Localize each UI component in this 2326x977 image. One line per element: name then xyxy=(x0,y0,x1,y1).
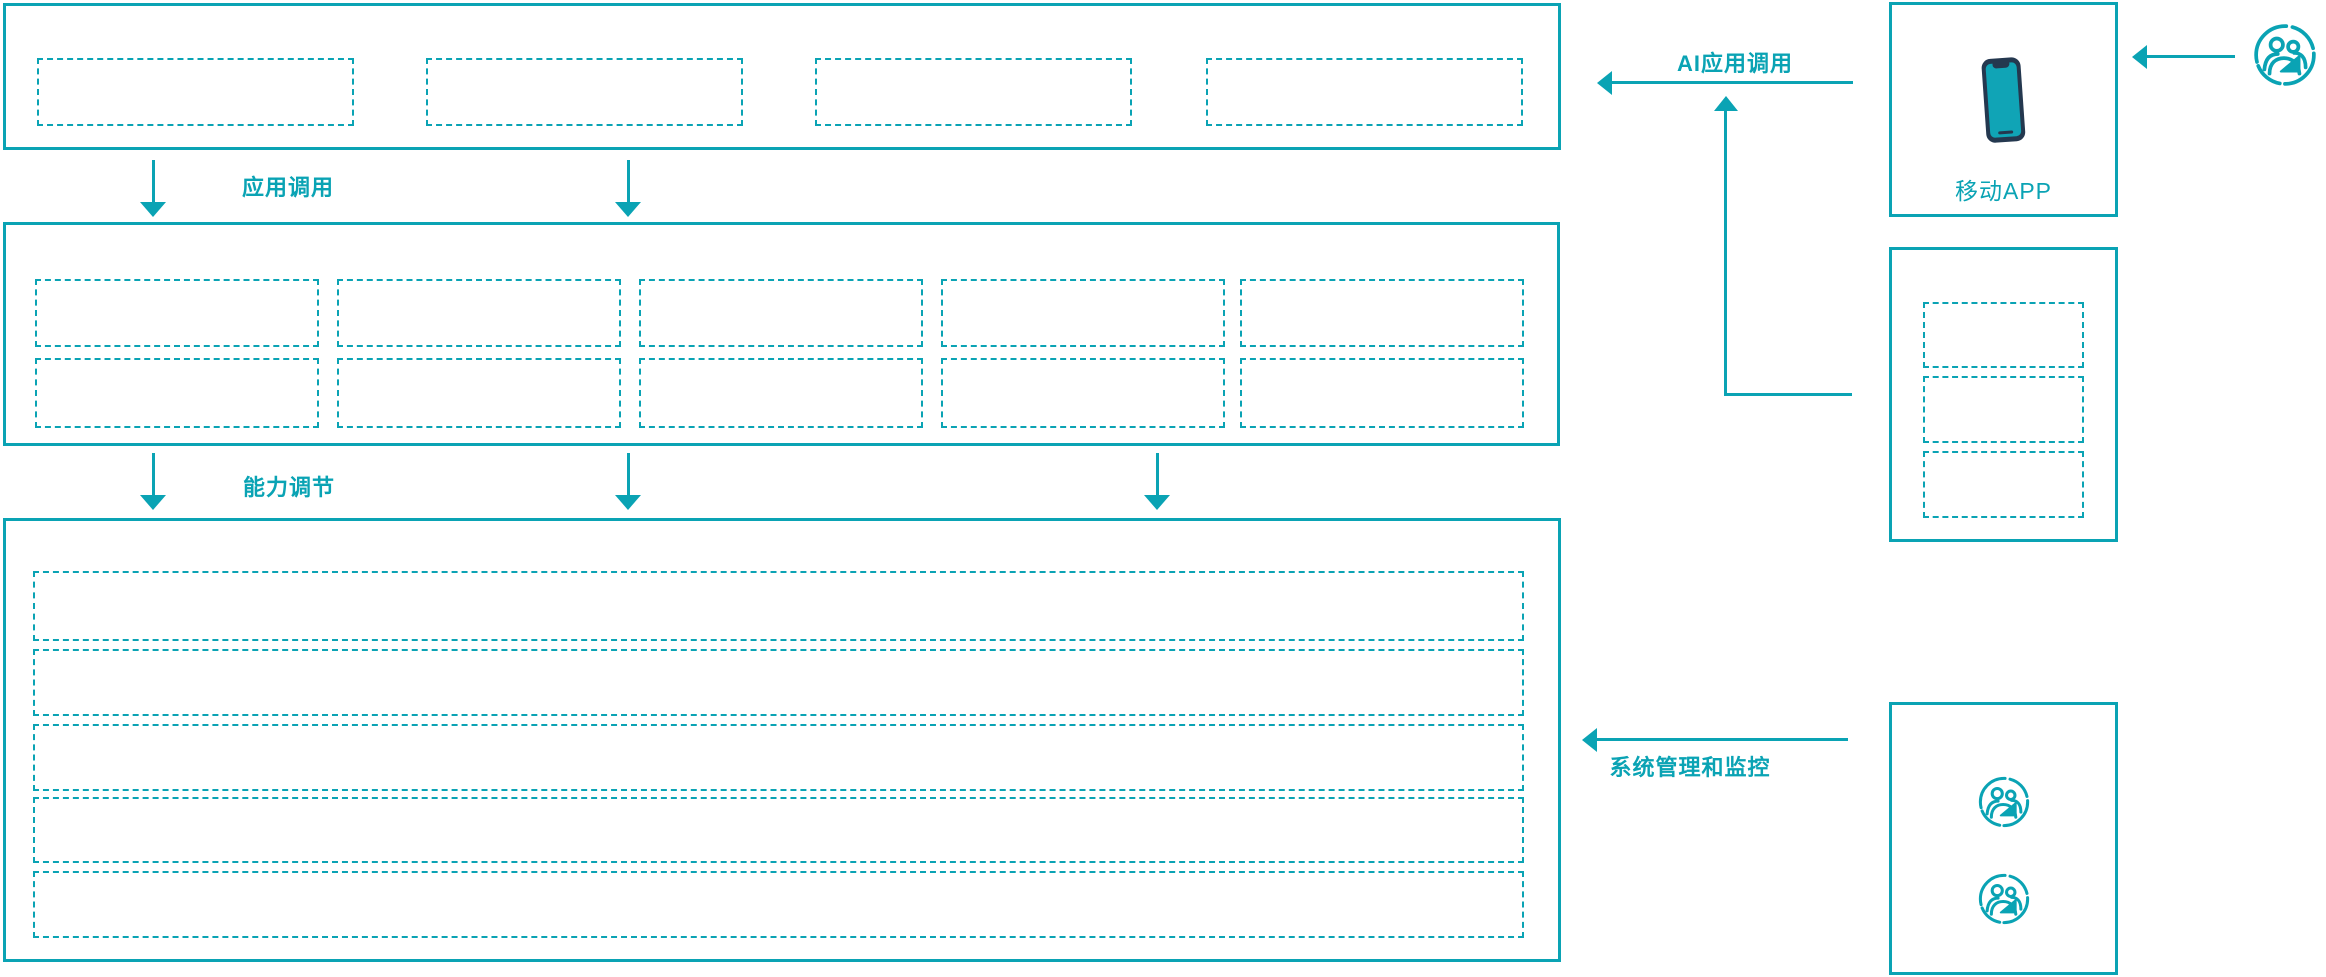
bottom-layer-container xyxy=(3,518,1561,962)
middle-layer-placeholder-r1c5 xyxy=(1240,279,1524,347)
top-layer-placeholder-3 xyxy=(815,58,1132,126)
connector-horizontal-line xyxy=(1724,393,1852,396)
bottom-layer-row-4 xyxy=(33,797,1524,863)
connector-up-arrowhead xyxy=(1714,96,1738,111)
right-middle-placeholder-1 xyxy=(1923,302,2084,368)
app-call-arrow-line-1 xyxy=(152,160,155,202)
ai-app-call-label: AI应用调用 xyxy=(1676,51,1793,76)
capability-adjust-label: 能力调节 xyxy=(242,475,335,500)
top-layer-placeholder-4 xyxy=(1206,58,1523,126)
ai-app-call-arrowhead xyxy=(1597,71,1612,95)
capability-arrow-line-1 xyxy=(152,453,155,495)
bottom-layer-row-1 xyxy=(33,571,1524,641)
app-call-arrow-line-2 xyxy=(627,160,630,202)
top-layer-container xyxy=(3,3,1561,150)
mobile-app-label: 移动APP xyxy=(1954,178,2053,204)
middle-layer-placeholder-r2c3 xyxy=(639,358,923,428)
bottom-layer-row-3 xyxy=(33,724,1524,791)
ai-app-call-arrow-line xyxy=(1612,81,1853,84)
middle-layer-placeholder-r2c4 xyxy=(941,358,1225,428)
capability-arrowhead-1 xyxy=(140,495,166,510)
middle-layer-container xyxy=(3,222,1560,446)
middle-layer-placeholder-r1c4 xyxy=(941,279,1225,347)
user-to-app-arrowhead xyxy=(2132,45,2147,69)
app-call-arrowhead-1 xyxy=(140,202,166,217)
right-middle-placeholder-3 xyxy=(1923,451,2084,518)
app-call-label: 应用调用 xyxy=(241,175,334,200)
user-group-icon xyxy=(1978,776,2030,828)
capability-arrowhead-2 xyxy=(615,495,641,510)
mobile-app-node: 移动APP xyxy=(1889,2,2118,217)
system-management-label: 系统管理和监控 xyxy=(1609,755,1771,780)
user-group-icon xyxy=(1978,873,2030,925)
middle-layer-placeholder-r2c1 xyxy=(35,358,319,428)
capability-arrowhead-3 xyxy=(1144,495,1170,510)
system-management-arrowhead xyxy=(1582,728,1597,752)
user-to-app-arrow-line xyxy=(2147,55,2235,58)
middle-layer-placeholder-r1c2 xyxy=(337,279,621,347)
app-call-arrowhead-2 xyxy=(615,202,641,217)
right-middle-placeholder-2 xyxy=(1923,376,2084,443)
bottom-layer-row-2 xyxy=(33,649,1524,716)
top-layer-placeholder-2 xyxy=(426,58,743,126)
connector-vertical-line xyxy=(1724,110,1727,396)
middle-layer-placeholder-r1c1 xyxy=(35,279,319,347)
middle-layer-placeholder-r2c5 xyxy=(1240,358,1524,428)
smartphone-icon xyxy=(1981,57,2026,143)
middle-layer-placeholder-r2c2 xyxy=(337,358,621,428)
system-management-arrow-line xyxy=(1597,738,1848,741)
top-layer-placeholder-1 xyxy=(37,58,354,126)
capability-arrow-line-3 xyxy=(1156,453,1159,495)
bottom-layer-row-5 xyxy=(33,871,1524,938)
capability-arrow-line-2 xyxy=(627,453,630,495)
right-bottom-container xyxy=(1889,702,2118,975)
middle-layer-placeholder-r1c3 xyxy=(639,279,923,347)
user-group-icon xyxy=(2254,24,2316,86)
right-middle-container xyxy=(1889,247,2118,542)
